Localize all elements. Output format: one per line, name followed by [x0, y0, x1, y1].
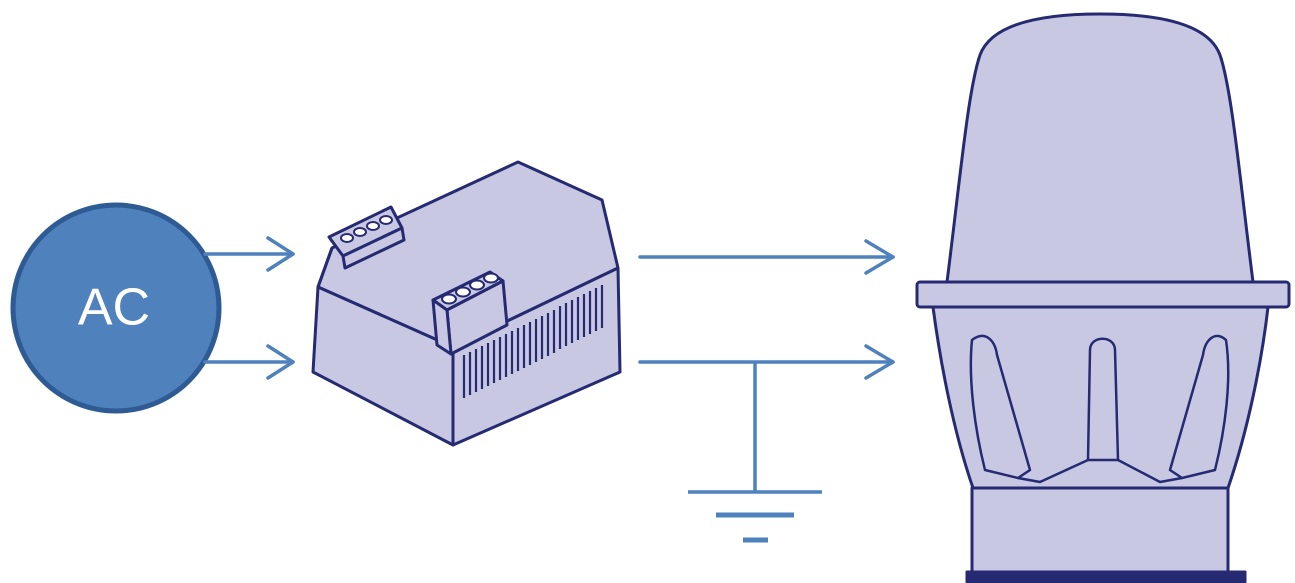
input-arrowhead-bottom [266, 344, 295, 380]
output-arrowhead-bottom [864, 344, 895, 380]
output-arrowhead-top [864, 239, 895, 275]
beacon [915, 12, 1291, 583]
ac-source-label: AC [78, 279, 150, 337]
din-rail-power-supply-icon [311, 160, 622, 447]
output-wires [638, 239, 895, 380]
terminal-screws [340, 215, 499, 305]
ac-power-source-icon [10, 202, 222, 414]
ground-symbol-icon [688, 362, 822, 543]
power-supply [311, 160, 622, 447]
input-arrowhead-top [266, 236, 295, 272]
warning-beacon-icon [915, 12, 1291, 583]
beacon-ribs [969, 334, 1230, 484]
ac-source: AC [10, 202, 222, 414]
vent-slots [462, 285, 604, 398]
input-wires [203, 236, 295, 380]
ground [688, 362, 822, 543]
